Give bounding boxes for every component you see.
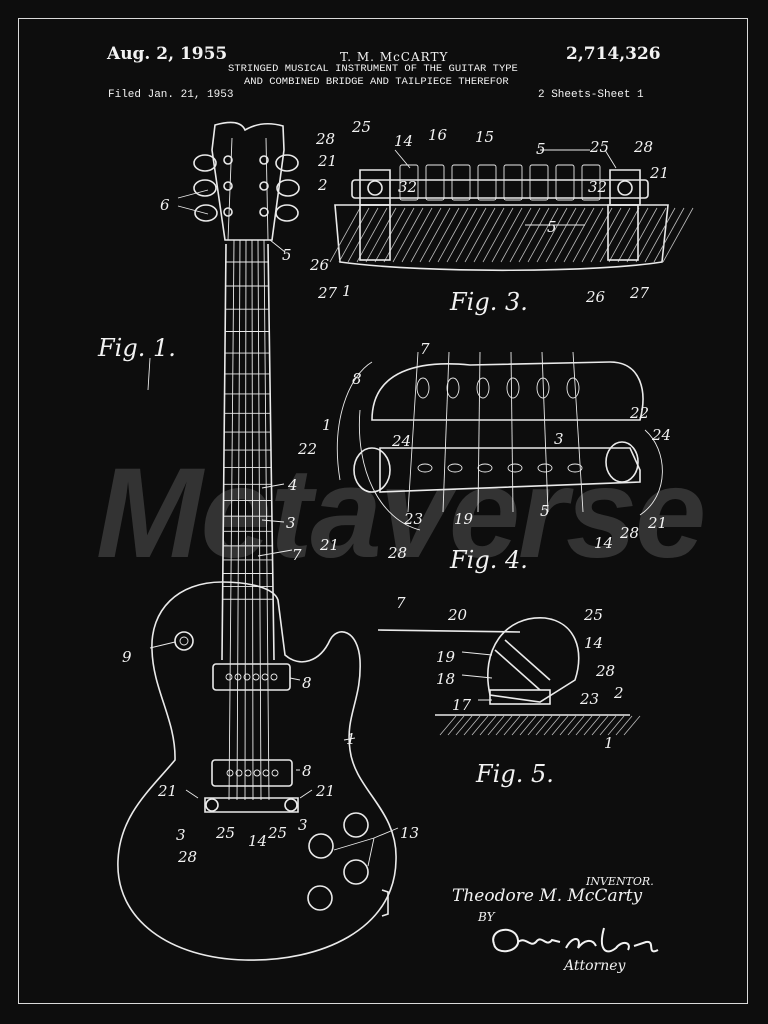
fig4-ref-0: 7 bbox=[420, 340, 430, 358]
fig3-ref-0: 28 bbox=[315, 130, 335, 148]
fig1-ref-0: 6 bbox=[160, 196, 170, 214]
fig4-ref-7: 24 bbox=[651, 426, 671, 444]
fig3-ref-7: 28 bbox=[633, 138, 653, 156]
inventor-name: Theodore M. McCarty bbox=[452, 886, 643, 906]
filed-date: Filed Jan. 21, 1953 bbox=[108, 89, 234, 101]
fig5-ref-1: 20 bbox=[447, 606, 468, 624]
fig4-ref-15: 28 bbox=[387, 544, 407, 562]
fig1-ref-7: 8 bbox=[302, 762, 312, 780]
fig1-ref-13: 25 bbox=[215, 824, 235, 842]
fig3-ref-13: 5 bbox=[547, 218, 557, 236]
fig4-pickup-bridge bbox=[336, 351, 663, 531]
fig4-ref-1: 8 bbox=[352, 370, 362, 388]
fig3-ref-12: 32 bbox=[588, 178, 607, 196]
fig3-ref-4: 15 bbox=[475, 128, 494, 146]
fig1-ref-16: 28 bbox=[177, 848, 197, 866]
fig5-ref-10: 1 bbox=[604, 734, 614, 752]
fig3-ref-1: 25 bbox=[351, 118, 371, 136]
fig3-ref-18: 27 bbox=[629, 284, 650, 302]
fig3-ref-6: 25 bbox=[589, 138, 609, 156]
fig1-ref-10: 21 bbox=[315, 782, 335, 800]
fig1-ref-17: 13 bbox=[400, 824, 419, 842]
fig5-title: Fig. 5. bbox=[475, 760, 554, 788]
inventor-header: T. M. McCARTY bbox=[340, 50, 449, 64]
fig5-ref-5: 18 bbox=[436, 670, 455, 688]
fig4-title: Fig. 4. bbox=[449, 546, 528, 574]
fig5-ref-7: 17 bbox=[452, 696, 472, 714]
fig3-ref-3: 16 bbox=[428, 126, 448, 144]
fig1-ref-6: 8 bbox=[302, 674, 312, 692]
sheet-count: 2 Sheets-Sheet 1 bbox=[538, 89, 644, 101]
fig3-ref-8: 21 bbox=[317, 152, 337, 170]
watermark: Metaverse bbox=[96, 442, 706, 585]
fig5-ref-3: 14 bbox=[584, 634, 603, 652]
by-label: BY bbox=[478, 910, 495, 924]
fig3-ref-16: 1 bbox=[342, 282, 352, 300]
fig5-ref-9: 2 bbox=[613, 684, 624, 702]
fig1-ref-1: 5 bbox=[282, 246, 292, 264]
fig4-ref-4: 24 bbox=[391, 432, 411, 450]
fig5-ref-2: 25 bbox=[583, 606, 603, 624]
fig1-ref-8: 1 bbox=[346, 730, 356, 748]
title-line-2: AND COMBINED BRIDGE AND TAILPIECE THEREF… bbox=[244, 76, 509, 88]
fig1-ref-14: 14 bbox=[248, 832, 267, 850]
fig4-ref-10: 5 bbox=[540, 502, 550, 520]
fig4-ref-11: 14 bbox=[594, 534, 613, 552]
fig5-ref-6: 28 bbox=[595, 662, 615, 680]
fig3-ref-10: 2 bbox=[317, 176, 328, 194]
fig1-ref-9: 21 bbox=[157, 782, 177, 800]
fig4-ref-3: 22 bbox=[297, 440, 317, 458]
fig3-ref-5: 5 bbox=[536, 140, 546, 158]
fig3-ref-11: 32 bbox=[398, 178, 417, 196]
guitar-drawing bbox=[117, 121, 399, 961]
fig1-ref-11: 3 bbox=[176, 826, 186, 844]
fig4-ref-5: 3 bbox=[554, 430, 564, 448]
fig4-ref-13: 21 bbox=[647, 514, 667, 532]
fig3-ref-15: 27 bbox=[317, 284, 338, 302]
attorney-signature bbox=[492, 927, 659, 953]
inventor-label: INVENTOR. bbox=[586, 875, 654, 888]
fig3-ref-9: 21 bbox=[649, 164, 669, 182]
fig4-ref-12: 28 bbox=[619, 524, 639, 542]
fig4-ref-6: 22 bbox=[629, 404, 649, 422]
fig4-ref-9: 19 bbox=[454, 510, 474, 528]
fig1-ref-3: 3 bbox=[286, 514, 296, 532]
fig5-ref-0: 7 bbox=[396, 594, 406, 612]
fig3-bridge-section bbox=[329, 149, 694, 272]
fig1-ref-5: 9 bbox=[122, 648, 132, 666]
fig1-ref-2: 4 bbox=[287, 476, 298, 494]
attorney-label: Attorney bbox=[564, 958, 626, 974]
fig4-ref-8: 23 bbox=[403, 510, 423, 528]
fig3-ref-2: 14 bbox=[394, 132, 413, 150]
patent-number: 2,714,326 bbox=[566, 44, 661, 64]
fig1-ref-4: 7 bbox=[292, 546, 302, 564]
fig1-ref-15: 25 bbox=[267, 824, 287, 842]
border-frame bbox=[18, 18, 748, 1004]
fig1-ref-12: 3 bbox=[298, 816, 308, 834]
fig3-title: Fig. 3. bbox=[449, 288, 528, 316]
patent-date: Aug. 2, 1955 bbox=[107, 44, 228, 64]
fig4-ref-2: 1 bbox=[322, 416, 332, 434]
fig1-title: Fig. 1. bbox=[97, 334, 176, 362]
fig4-ref-14: 21 bbox=[319, 536, 339, 554]
fig5-ref-4: 19 bbox=[436, 648, 456, 666]
fig3-ref-17: 26 bbox=[585, 288, 606, 306]
fig5-ref-8: 23 bbox=[579, 690, 599, 708]
title-line-1: STRINGED MUSICAL INSTRUMENT OF THE GUITA… bbox=[228, 63, 518, 75]
fig5-bridge-detail bbox=[377, 617, 641, 736]
fig3-ref-14: 26 bbox=[309, 256, 330, 274]
